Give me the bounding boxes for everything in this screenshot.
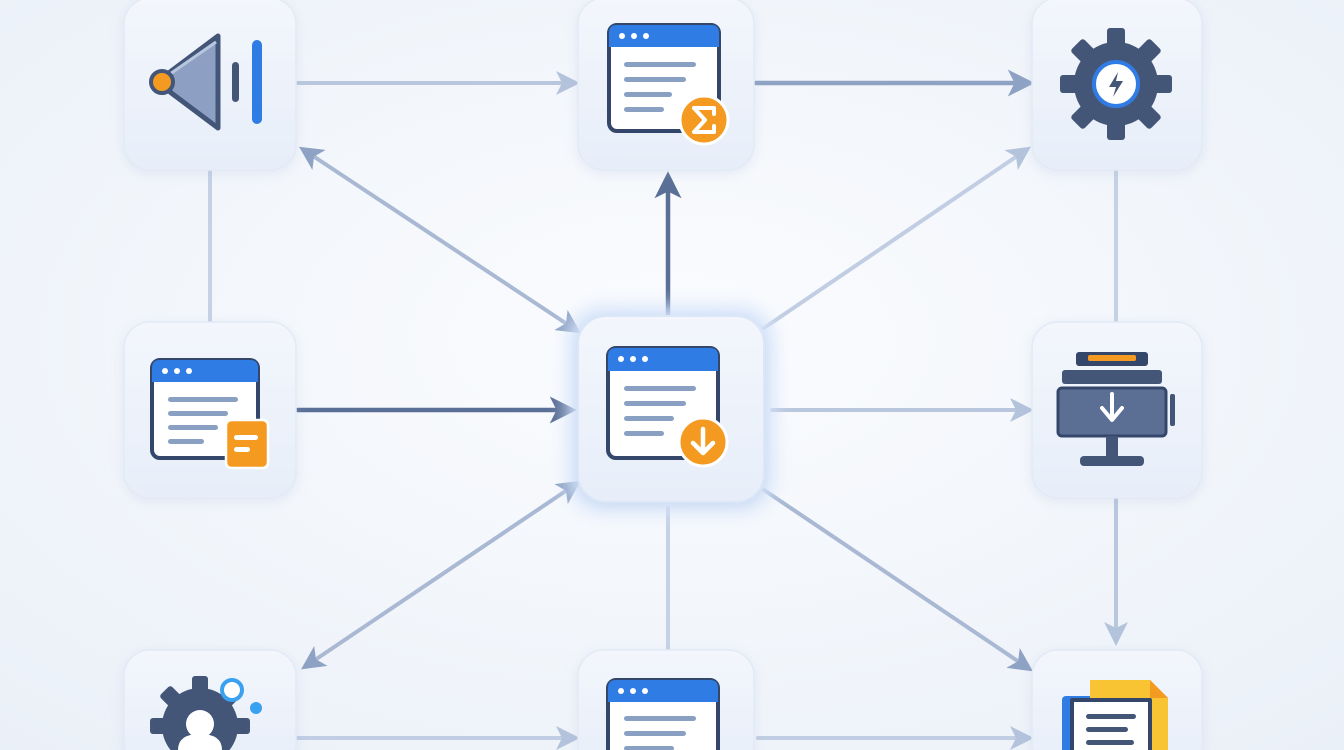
download-badge-icon [677, 416, 729, 468]
browser-window-icon [607, 23, 721, 133]
edge-center-to-gear-top [762, 146, 1031, 330]
megaphone-icon [149, 33, 262, 131]
edge-layer [208, 69, 1128, 750]
node-document-left[interactable] [123, 321, 297, 499]
gear-bolt-icon [1060, 28, 1172, 140]
gear-user-icon [150, 676, 250, 750]
monitor-download-icon [1056, 352, 1175, 466]
status-dot-icon [250, 702, 262, 714]
node-file-bottom[interactable] [1031, 649, 1203, 750]
node-document-center[interactable] [568, 306, 774, 512]
node-document-top[interactable] [577, 0, 755, 171]
chat-badge-icon [224, 418, 270, 470]
status-dot-icon [220, 678, 244, 702]
file-document-icon [1062, 680, 1168, 750]
edge-center-gear-bottom [301, 480, 581, 670]
node-monitor[interactable] [1031, 321, 1203, 499]
sigma-badge-icon [678, 94, 730, 146]
node-speaker[interactable] [123, 0, 297, 171]
edge-speaker-center [298, 146, 582, 334]
edge-center-to-file [762, 488, 1033, 672]
node-settings-bottom[interactable] [123, 649, 297, 750]
browser-window-icon [606, 678, 720, 750]
node-document-bottom[interactable] [577, 649, 755, 750]
node-settings-top[interactable] [1031, 0, 1203, 171]
